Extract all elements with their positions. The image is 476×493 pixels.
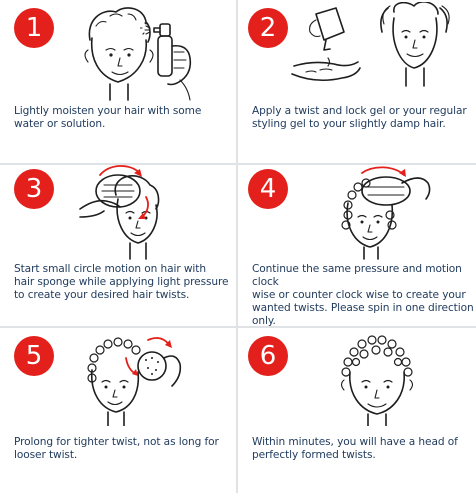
sponge-circle-motion-illustration	[76, 165, 186, 260]
step-2: 2 Apply a twist and lock gel	[238, 0, 474, 163]
step-number-badge: 2	[248, 8, 288, 48]
gel-tube-hands-illustration	[286, 2, 466, 100]
step-number-badge: 5	[14, 336, 54, 376]
step-number-badge: 4	[248, 169, 288, 209]
step-4: 4 Continue the same pr	[238, 165, 474, 328]
row-divider-2	[0, 326, 476, 328]
step-number-badge: 6	[248, 336, 288, 376]
step-5: 5 Pr	[0, 328, 236, 491]
sponge-clockwise-illustration	[334, 165, 434, 260]
step-1: 1 Lightly moisten y	[0, 0, 236, 163]
step-6: 6 Within minutes, you will have a he	[238, 328, 474, 491]
step-text: Within minutes, you will have a head of …	[252, 436, 458, 461]
twisted-hair-head-illustration	[334, 328, 424, 426]
spray-bottle-head-illustration	[76, 2, 206, 102]
step-text: Start small circle motion on hair with h…	[14, 263, 229, 301]
sponge-side-twist-illustration	[76, 328, 186, 426]
step-text: Apply a twist and lock gel or your regul…	[252, 105, 467, 130]
row-divider-1	[0, 163, 476, 165]
vertical-divider	[236, 0, 238, 493]
step-number-badge: 3	[14, 169, 54, 209]
step-text: Prolong for tighter twist, not as long f…	[14, 436, 219, 461]
step-text: Continue the same pressure and motion cl…	[252, 263, 474, 327]
step-number-badge: 1	[14, 8, 54, 48]
step-text: Lightly moisten your hair with some wate…	[14, 105, 202, 130]
step-3: 3 Start small circle motion on hair w	[0, 165, 236, 328]
